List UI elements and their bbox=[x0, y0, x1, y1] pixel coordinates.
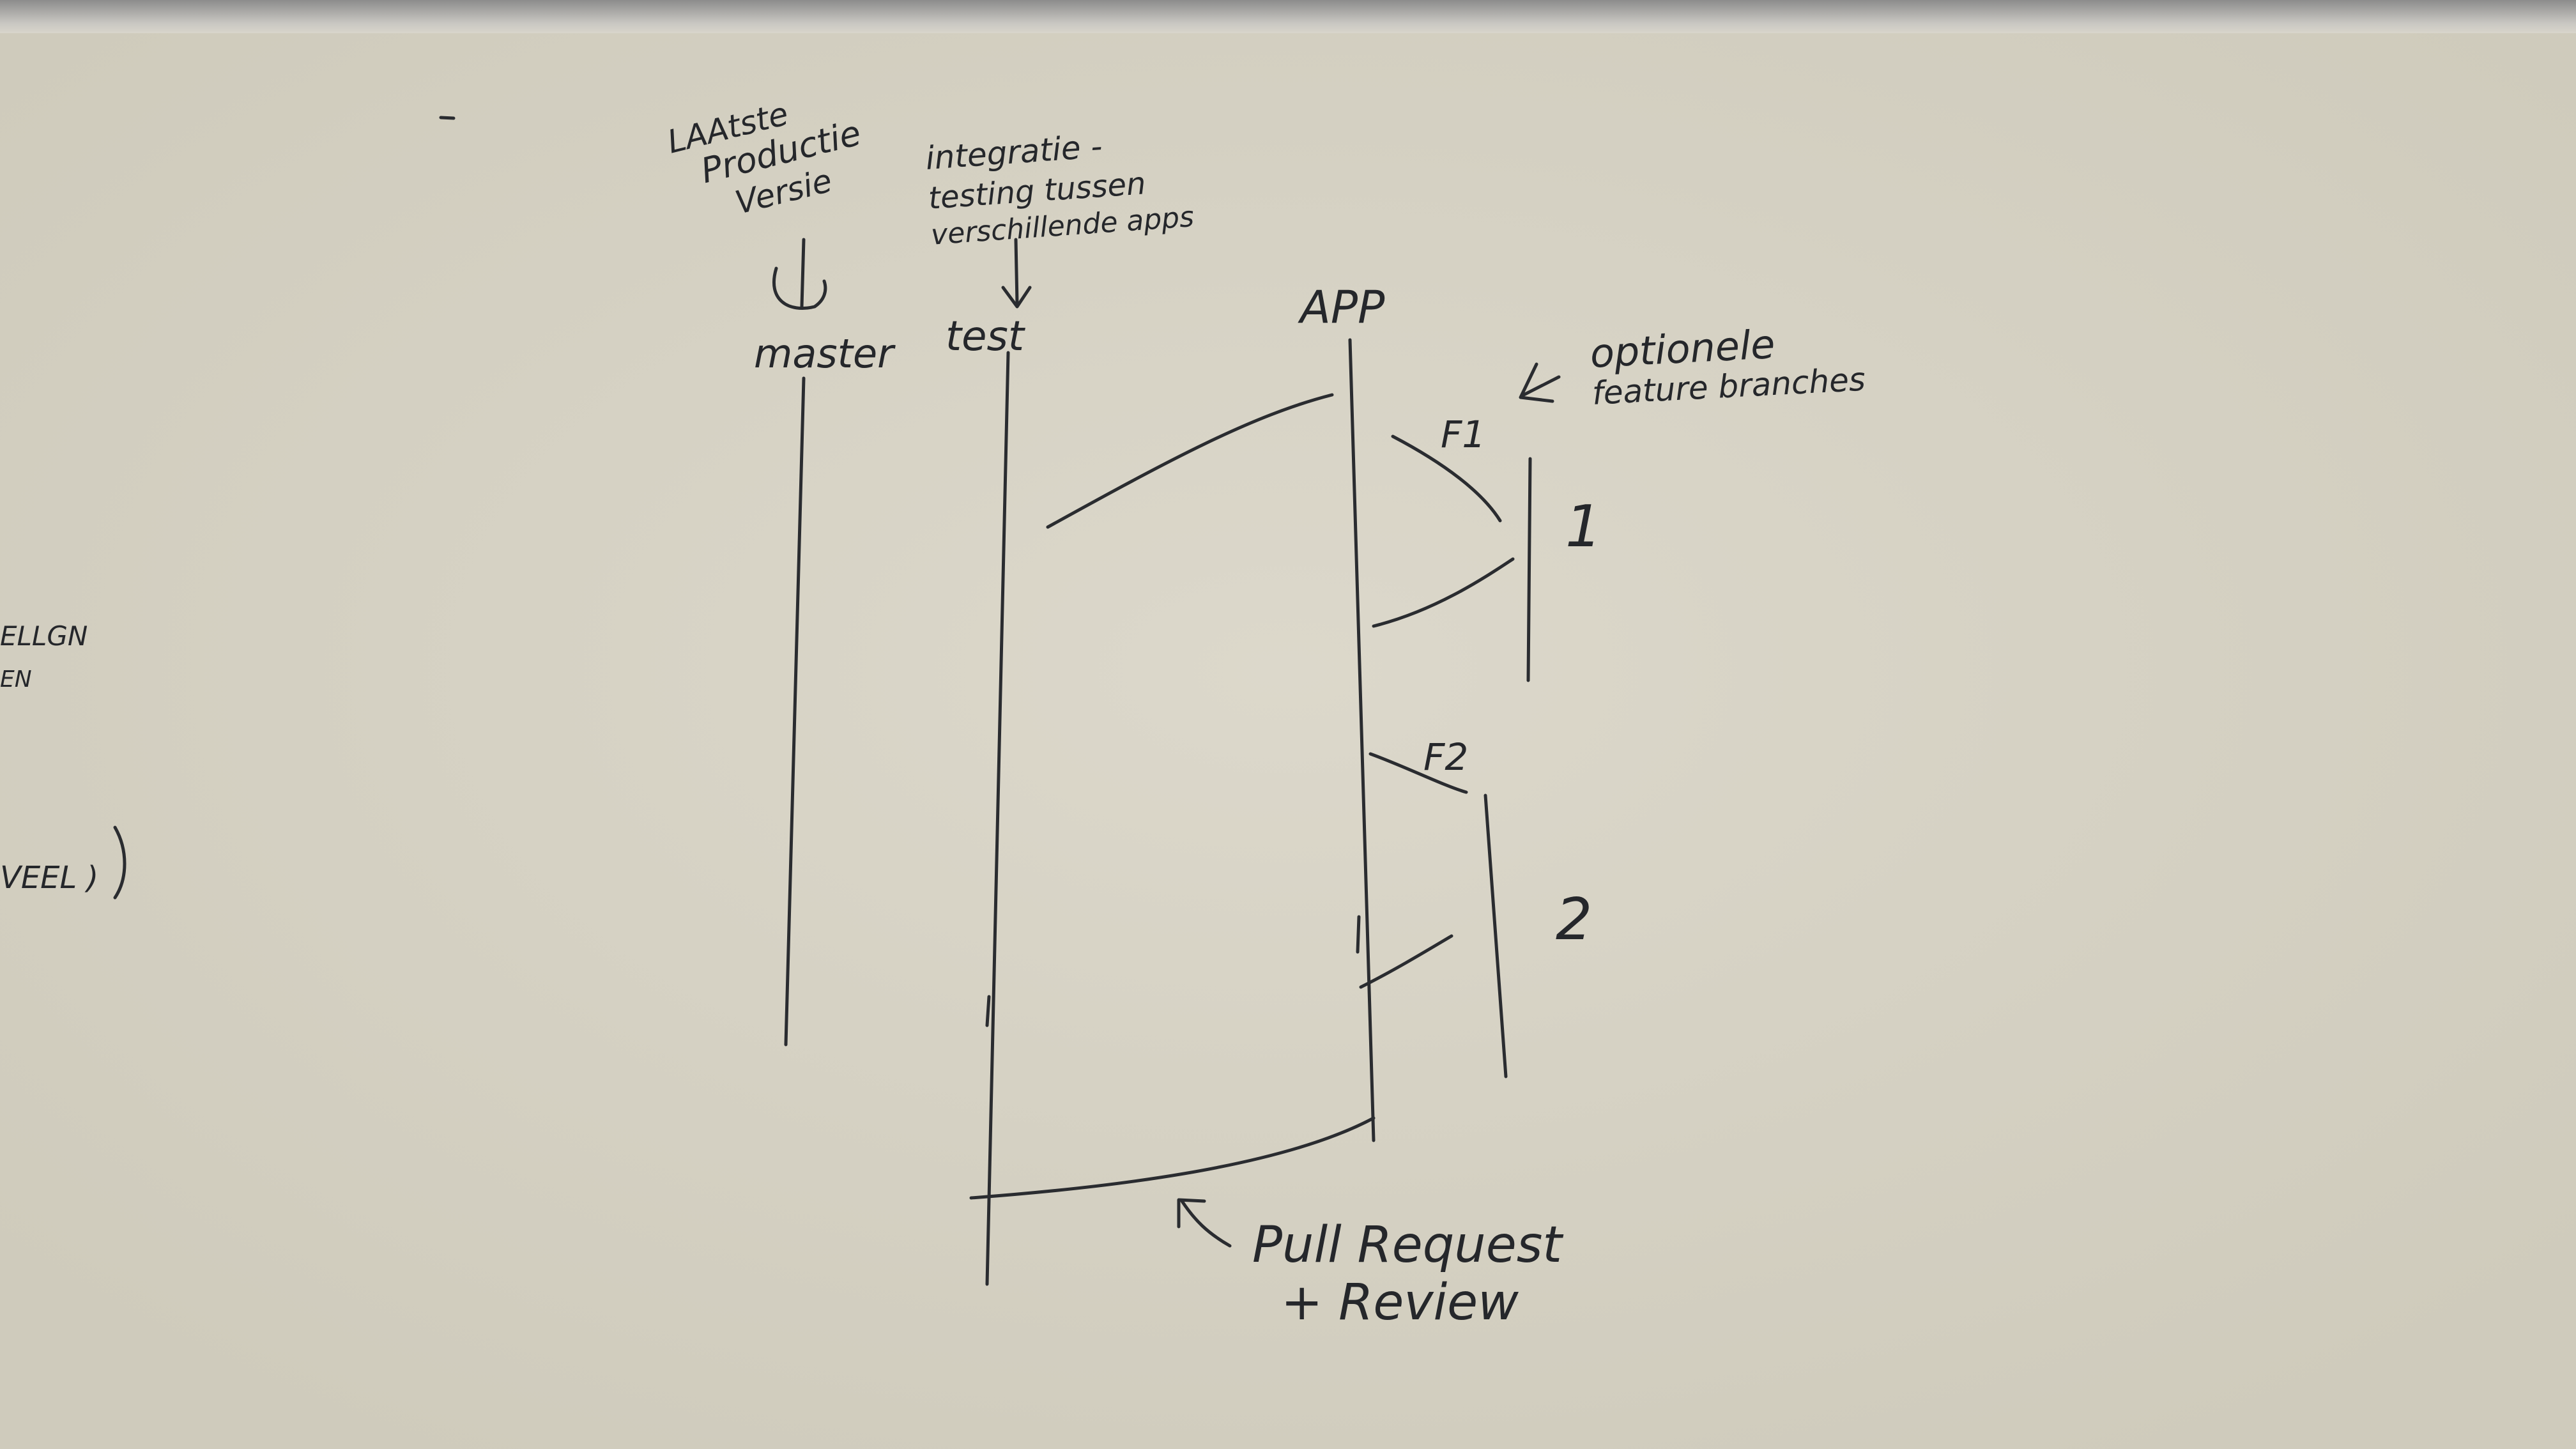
master-arrow-icon bbox=[772, 238, 827, 310]
app-label: APP bbox=[1298, 281, 1385, 334]
feature-1-line bbox=[1526, 457, 1532, 682]
feature-note-line-1: optionele bbox=[1589, 321, 1776, 377]
master-label: master bbox=[754, 330, 896, 377]
bracket-icon bbox=[113, 825, 126, 900]
edge-fragment-2: EN bbox=[0, 666, 32, 693]
pull-request-line bbox=[969, 1116, 1376, 1200]
feature-1-number: 1 bbox=[1565, 493, 1602, 560]
master-branch-line bbox=[784, 376, 806, 1046]
edge-fragment-1: ELLGN bbox=[0, 620, 88, 652]
feature-2-line bbox=[1483, 793, 1508, 1078]
test-arrow-icon bbox=[1001, 238, 1032, 309]
app-branch-line bbox=[1348, 338, 1376, 1142]
pull-request-arrow-icon bbox=[1177, 1198, 1232, 1248]
test-label: test bbox=[946, 313, 1026, 360]
feature-1-label: F1 bbox=[1441, 413, 1485, 456]
pull-request-line-1: Pull Request bbox=[1252, 1216, 1563, 1274]
test-tick-mark bbox=[985, 995, 991, 1027]
test-to-app-line bbox=[1046, 393, 1334, 529]
feature-note-arrow-icon bbox=[1519, 362, 1561, 403]
test-branch-line bbox=[985, 351, 1010, 1286]
feature-2-merge-back bbox=[1359, 934, 1453, 989]
whiteboard-frame bbox=[0, 0, 2576, 33]
pull-request-note: Pull Request + Review bbox=[1252, 1216, 1563, 1331]
app-tick-mark bbox=[1356, 915, 1361, 954]
board-surface bbox=[0, 33, 2576, 1449]
pull-request-line-2: + Review bbox=[1281, 1274, 1519, 1331]
feature-1-merge-back bbox=[1372, 557, 1515, 628]
edge-fragment-3: VEEL ) bbox=[0, 860, 98, 896]
feature-1-branch-out bbox=[1391, 434, 1502, 523]
feature-2-label: F2 bbox=[1423, 735, 1468, 779]
feature-2-number: 2 bbox=[1556, 886, 1592, 953]
feature-note: optionele feature branches bbox=[1589, 321, 1866, 412]
feature-2-branch-out bbox=[1368, 752, 1468, 794]
